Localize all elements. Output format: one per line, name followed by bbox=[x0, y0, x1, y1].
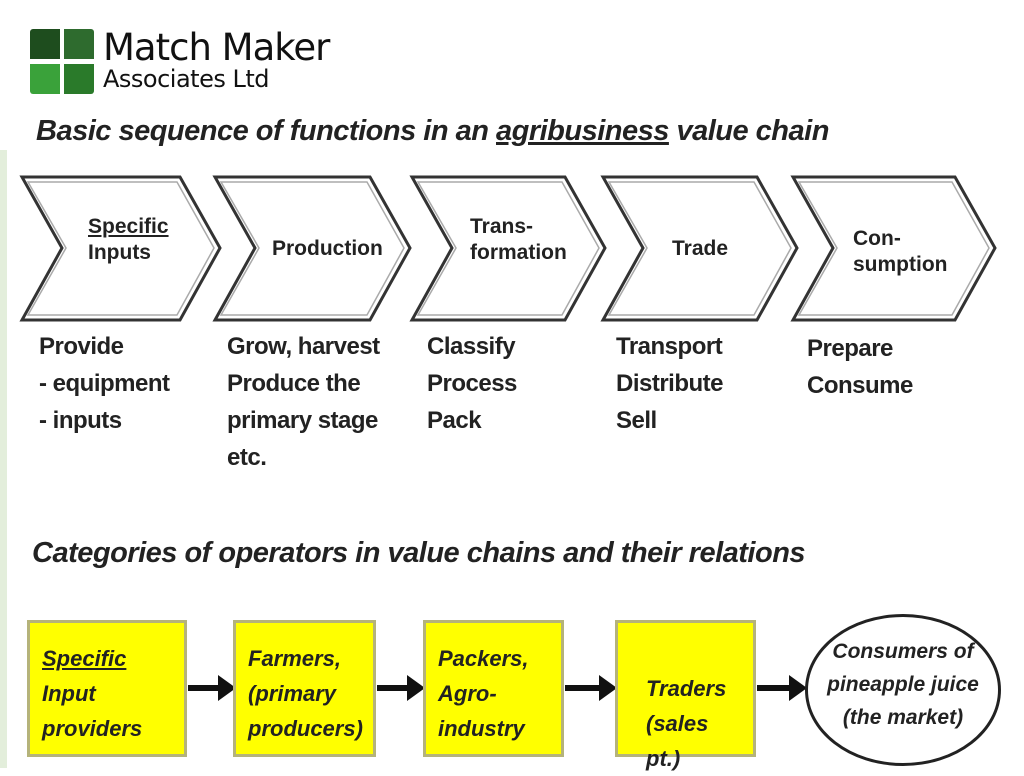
logo-name: Match Maker bbox=[103, 26, 330, 69]
operator-box-traders: Traders(sales pt.) bbox=[615, 620, 756, 771]
step-description: Transport Distribute Sell bbox=[616, 333, 724, 434]
section1-title: Basic sequence of functions in an agribu… bbox=[36, 115, 829, 148]
chevron-shape bbox=[409, 175, 607, 322]
step-label-transformation: Trans-formation bbox=[470, 215, 567, 264]
chevron-shape bbox=[600, 175, 799, 322]
step-description: Classify Process Pack bbox=[427, 333, 517, 434]
logo-subname: Associates Ltd bbox=[103, 65, 270, 93]
step-description: Grow, harvest Produce the primary stage … bbox=[227, 333, 380, 471]
arrow-right-icon bbox=[757, 675, 807, 701]
chevron-shape bbox=[19, 175, 222, 322]
logo-square-icon bbox=[30, 64, 60, 94]
title-underlined-word: agribusiness bbox=[496, 115, 669, 147]
operator-box-packers: Packers,Agro-industry bbox=[423, 620, 564, 757]
chevron-shape bbox=[790, 175, 997, 322]
slide-left-accent-bar bbox=[0, 150, 7, 768]
step-description: Provide - equipment - inputs bbox=[39, 333, 170, 434]
title-text: Basic sequence of functions in an bbox=[36, 115, 496, 147]
step-label-trade: Trade bbox=[672, 237, 729, 260]
arrow-right-icon bbox=[565, 675, 617, 701]
logo-square-icon bbox=[64, 29, 94, 59]
section2-title: Categories of operators in value chains … bbox=[32, 537, 806, 569]
logo-square-icon bbox=[64, 64, 94, 94]
logo-square-icon bbox=[30, 29, 60, 59]
step-description: Prepare Consume bbox=[807, 335, 913, 399]
step-label-consumption: Con-sumption bbox=[853, 227, 948, 276]
arrow-right-icon bbox=[377, 675, 425, 701]
chevron-shape bbox=[212, 175, 412, 322]
step-label-production: Production bbox=[272, 237, 383, 260]
title-text: value chain bbox=[668, 115, 829, 147]
arrow-right-icon bbox=[188, 675, 236, 701]
